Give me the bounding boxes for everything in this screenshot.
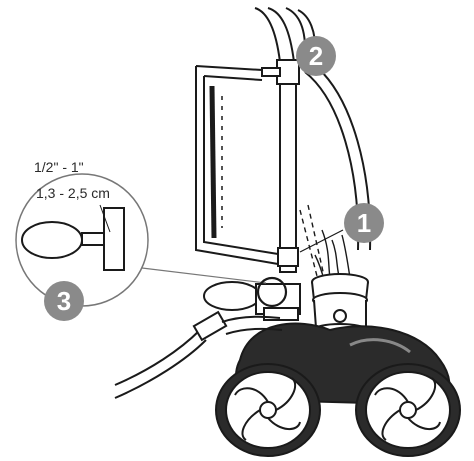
measure-cm-label: 1,3 - 2,5 cm	[36, 185, 110, 201]
skimmer-frame	[195, 65, 279, 265]
callout-number: 2	[308, 40, 324, 71]
callout-number: 1	[356, 207, 372, 238]
callout-badge-1: 1	[344, 203, 384, 243]
callout-number: 3	[56, 285, 72, 316]
water-spray	[299, 204, 351, 281]
callout-badge-2: 2	[296, 36, 336, 76]
wheel-right	[355, 363, 461, 457]
detail-magnifier	[15, 173, 288, 308]
lower-hose	[114, 310, 283, 399]
measure-inch-label: 1/2" - 1"	[34, 159, 84, 175]
callout-badge-3: 3	[44, 281, 84, 321]
wheel-left	[215, 363, 321, 457]
callout-1-leader	[299, 229, 344, 253]
support-pipe	[261, 59, 300, 273]
